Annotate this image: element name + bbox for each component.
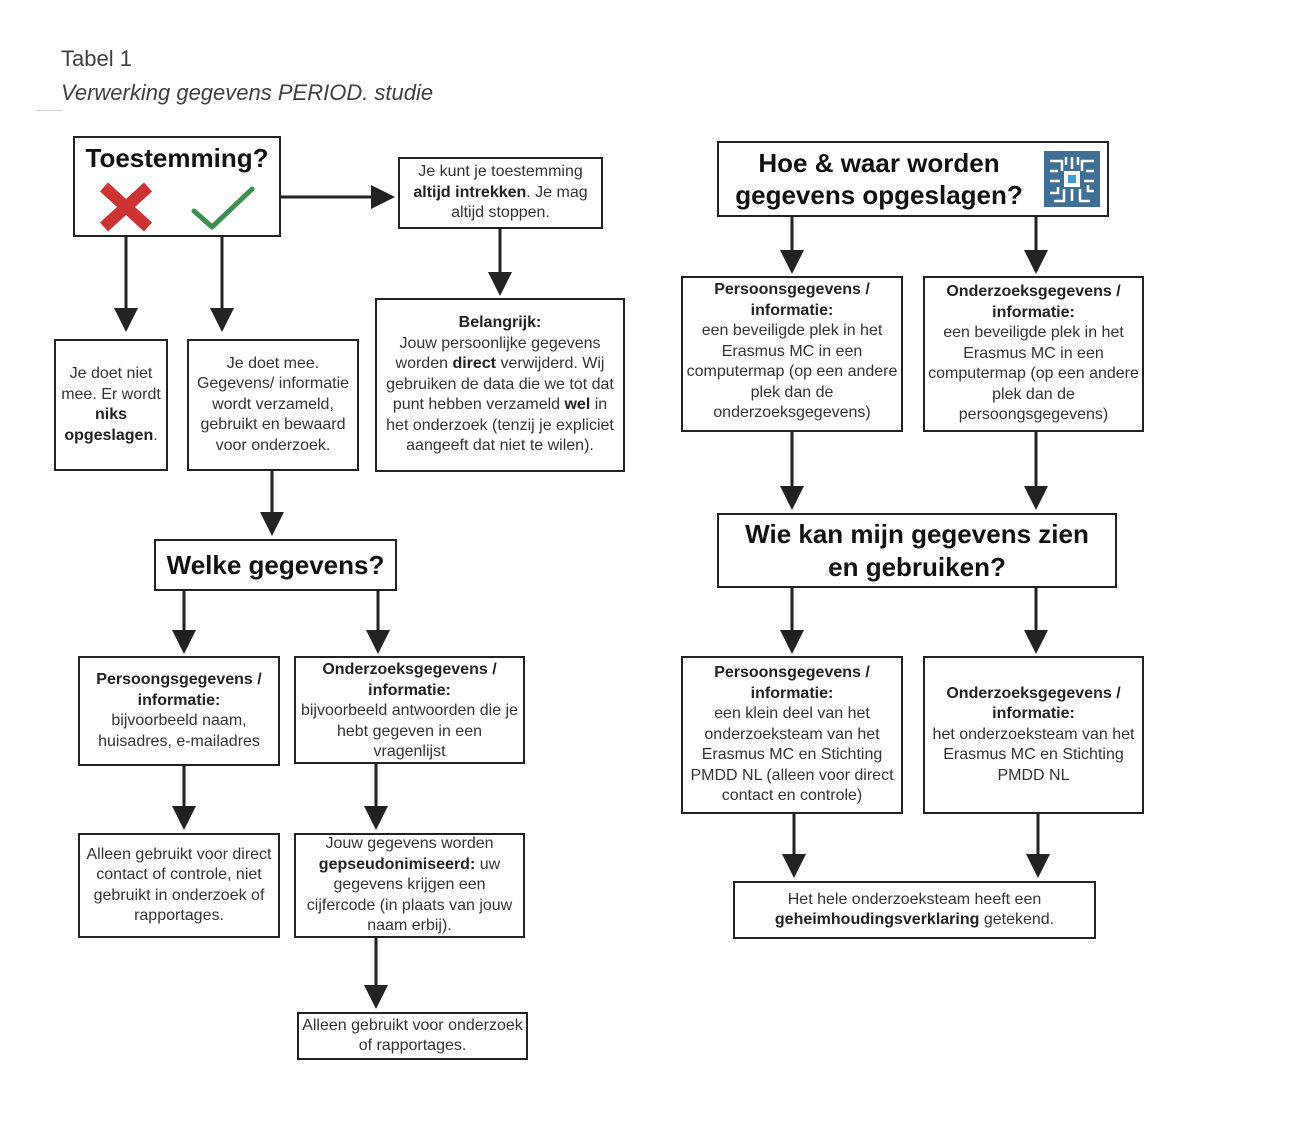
storage-question-title: Hoe & waar worden gegevens opgeslagen? xyxy=(735,148,1023,210)
confidentiality-text: Het hele onderzoeksteam heeft een geheim… xyxy=(774,890,1055,929)
contact-only-text: Alleen gebruikt voor direct contact of c… xyxy=(86,845,272,925)
table-caption-subtitle: Verwerking gegevens PERIOD. studie xyxy=(61,80,434,105)
important-box: Belangrijk: Jouw persoonlijke gegevens w… xyxy=(375,298,625,472)
withdraw-text: Je kunt je toestemming altijd intrekken.… xyxy=(413,163,588,222)
personal-access-heading: Persoonsgegevens / informatie: xyxy=(714,664,870,702)
cross-icon xyxy=(99,182,153,232)
participating-text: Je doet mee. Gegevens/ informatie wordt … xyxy=(196,354,350,454)
research-access-heading: Onderzoeksgegevens / informatie: xyxy=(946,684,1121,723)
personal-storage-text: een beveiligde plek in het Erasmus MC in… xyxy=(686,322,898,421)
check-icon xyxy=(191,186,255,230)
research-only-box: Alleen gebruikt voor onderzoek of rappor… xyxy=(297,1012,528,1060)
personal-access-text: een klein deel van het onderzoeksteam va… xyxy=(690,705,894,805)
research-data-text: bijvoorbeeld antwoorden die je hebt gege… xyxy=(300,702,519,760)
participating-box: Je doet mee. Gegevens/ informatie wordt … xyxy=(187,339,359,471)
withdraw-box: Je kunt je toestemming altijd intrekken.… xyxy=(398,157,603,229)
not-participating-box: Je doet niet mee. Er wordt niks opgeslag… xyxy=(54,339,168,471)
which-data-title: Welke gegevens? xyxy=(166,549,385,580)
research-storage-box: Onderzoeksgegevens / informatie: een bev… xyxy=(923,276,1144,432)
not-participating-text: Je doet niet mee. Er wordt niks opgeslag… xyxy=(61,365,161,444)
storage-question-box: Hoe & waar worden gegevens opgeslagen? xyxy=(717,141,1109,217)
research-storage-text: een beveiligde plek in het Erasmus MC in… xyxy=(928,324,1139,424)
pseudonymised-box: Jouw gegevens worden gepseudonimiseerd: … xyxy=(294,833,525,938)
research-data-heading: Onderzoeksgegevens / informatie: xyxy=(322,661,497,699)
circuit-chip-icon xyxy=(1043,151,1100,207)
which-data-box: Welke gegevens? xyxy=(154,539,397,591)
personal-access-box: Persoonsgegevens / informatie: een klein… xyxy=(681,656,903,814)
pseudonymised-text: Jouw gegevens worden gepseudonimiseerd: … xyxy=(306,835,513,935)
who-question-title: Wie kan mijn gegevens zien en gebruiken? xyxy=(745,518,1089,582)
important-text: Jouw persoonlijke gegevens worden direct… xyxy=(386,334,614,455)
who-question-box: Wie kan mijn gegevens zien en gebruiken? xyxy=(717,513,1117,588)
consent-box: Toestemming? xyxy=(73,136,281,237)
contact-only-box: Alleen gebruikt voor direct contact of c… xyxy=(78,833,280,938)
consent-options xyxy=(98,181,256,233)
research-storage-heading: Onderzoeksgegevens / informatie: xyxy=(946,283,1121,321)
confidentiality-box: Het hele onderzoeksteam heeft een geheim… xyxy=(733,881,1096,939)
table-caption-title: Tabel 1 xyxy=(61,46,132,71)
personal-storage-box: Persoonsgegevens / informatie: een bevei… xyxy=(681,276,903,432)
caption-divider xyxy=(36,110,62,111)
research-access-text: het onderzoeksteam van het Erasmus MC en… xyxy=(932,725,1135,784)
important-heading: Belangrijk: xyxy=(458,314,542,332)
consent-title: Toestemming? xyxy=(85,143,269,173)
research-data-box: Onderzoeksgegevens / informatie: bijvoor… xyxy=(294,656,525,764)
personal-storage-heading: Persoonsgegevens / informatie: xyxy=(714,281,870,319)
personal-data-text: bijvoorbeeld naam, huisadres, e-mailadre… xyxy=(98,712,260,750)
research-access-box: Onderzoeksgegevens / informatie: het ond… xyxy=(923,656,1144,814)
research-only-text: Alleen gebruikt voor onderzoek of rappor… xyxy=(302,1016,523,1055)
personal-data-box: Persoongsgegevens / informatie: bijvoorb… xyxy=(78,656,280,766)
personal-data-heading: Persoongsgegevens / informatie: xyxy=(96,671,262,709)
